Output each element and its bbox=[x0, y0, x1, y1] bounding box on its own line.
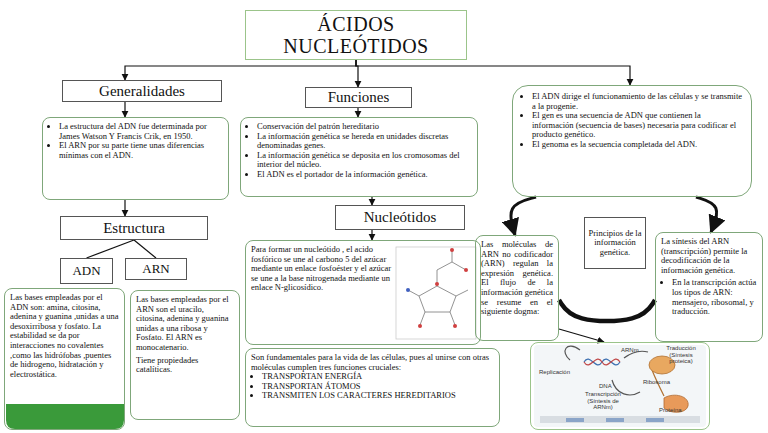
text-box: La estructura del ADN fue determinada po… bbox=[42, 117, 229, 200]
section-header: Estructura bbox=[60, 216, 208, 240]
node-text: Generalidades bbox=[99, 83, 185, 100]
node-text: En la transcripción actúa los tipos de A… bbox=[672, 278, 757, 316]
node-text: ADN bbox=[72, 264, 100, 278]
text-column: Principios de la información genética. bbox=[588, 229, 642, 258]
picture-label: Transcripción (Síntesis de ARNm) bbox=[577, 391, 629, 411]
title-box: ÁCIDOS NUCLEÓTIDOS bbox=[245, 10, 467, 60]
connector bbox=[87, 240, 135, 258]
text-box: Las bases empleadas por el ADN son: amin… bbox=[4, 288, 125, 430]
connector bbox=[696, 197, 717, 232]
connector bbox=[356, 60, 630, 85]
node-text: Nucleótidos bbox=[364, 209, 437, 226]
node-text: Estructura bbox=[103, 220, 165, 237]
text-box: Las moléculas de ARN no codificador (ARN… bbox=[475, 235, 559, 341]
text-column: Las bases empleadas por el ADN son: amin… bbox=[10, 293, 119, 379]
picture-label: Proteína bbox=[659, 407, 682, 414]
node-text: El genoma es la secuencia completada del… bbox=[532, 140, 743, 150]
node-text: TRANSMITEN LOS CARACTERES HEREDITARIOS bbox=[262, 391, 494, 401]
node-text: El ARN por su parte tiene unas diferenci… bbox=[59, 141, 223, 160]
connector bbox=[371, 197, 372, 205]
text-column: Las bases empleadas por el ARN son el ur… bbox=[136, 295, 234, 375]
text-box: El ADN dirige el funcionamiento de las c… bbox=[512, 85, 752, 197]
label-box: ADN bbox=[60, 258, 113, 284]
label-box: Principios de la información genética. bbox=[584, 217, 646, 269]
picture-label: ARNm bbox=[621, 347, 639, 354]
node-text: ÁCIDOS NUCLEÓTIDOS bbox=[270, 13, 442, 57]
text-column: El ADN dirige el funcionamiento de las c… bbox=[521, 92, 743, 150]
picture-label: Ribosoma bbox=[643, 379, 670, 386]
nucleotide-structure bbox=[396, 247, 476, 339]
node-text: Las bases empleadas por el ADN son: amin… bbox=[10, 293, 119, 379]
node-text: Las moléculas de ARN no codificador (ARN… bbox=[481, 240, 553, 317]
node-text: TRANSPORTAN ÁTOMOS bbox=[262, 382, 494, 392]
node-text: La información genética se deposita en l… bbox=[257, 151, 472, 170]
picture-box: Replicación ARNm Traducción (Síntesis prot… bbox=[530, 342, 710, 430]
node-text: TRANSPORTAN ENERGÍA bbox=[262, 372, 494, 382]
text-column: La síntesis del ARN (transcripción) perm… bbox=[661, 237, 757, 317]
section-header: Generalidades bbox=[62, 80, 222, 102]
connector bbox=[124, 200, 125, 216]
connector bbox=[124, 102, 125, 117]
node-text: Las bases empleadas por el ARN son el ur… bbox=[136, 295, 234, 353]
text-column: La estructura del ADN fue determinada po… bbox=[48, 122, 223, 160]
picture-label: Traducción (Síntesis proteica) bbox=[657, 345, 705, 365]
text-box: La síntesis del ARN (transcripción) perm… bbox=[655, 232, 763, 342]
node-text: Para formar un nucleótido , el acido fos… bbox=[251, 245, 397, 293]
node-text: La síntesis del ARN (transcripción) perm… bbox=[661, 237, 757, 275]
text-column: Conservación del patrón hereditarioLa in… bbox=[246, 122, 472, 180]
connector bbox=[371, 230, 372, 240]
text-box: Para formar un nucleótido , el acido fos… bbox=[245, 240, 481, 345]
node-text: El ADN dirige el funcionamiento de las c… bbox=[532, 92, 743, 111]
connector bbox=[559, 300, 655, 321]
picture-label: Replicación bbox=[539, 369, 570, 376]
picture-label: DNA bbox=[599, 383, 612, 390]
dogma-illustration bbox=[534, 345, 706, 427]
text-column: Las moléculas de ARN no codificador (ARN… bbox=[481, 240, 553, 317]
section-header: Nucleótidos bbox=[335, 205, 465, 230]
text-column: Para formar un nucleótido , el acido fos… bbox=[251, 245, 397, 293]
node-text: Conservación del patrón hereditario bbox=[257, 122, 472, 132]
connector bbox=[134, 240, 156, 258]
label-box: ARN bbox=[125, 258, 187, 280]
node-text: El gen es una secuencia de ADN que conti… bbox=[532, 111, 743, 140]
text-box: Son fundamentales para la vida de las cé… bbox=[245, 348, 500, 427]
connector bbox=[559, 329, 604, 342]
node-text: La estructura del ADN fue determinada po… bbox=[59, 122, 223, 141]
node-text: Tiene propiedades catalíticas. bbox=[136, 356, 234, 375]
connector bbox=[125, 60, 356, 80]
text-column: Son fundamentales para la vida de las cé… bbox=[251, 353, 494, 401]
text-box: Las bases empleadas por el ARN son el ur… bbox=[130, 290, 240, 420]
node-text: Principios de la información genética. bbox=[588, 229, 642, 258]
node-text: Son fundamentales para la vida de las cé… bbox=[251, 353, 494, 372]
node-text: La información genética se hereda en uni… bbox=[257, 132, 472, 151]
text-box: Conservación del patrón hereditarioLa in… bbox=[240, 117, 478, 197]
node-text: ARN bbox=[142, 262, 169, 276]
section-header: Funciones bbox=[305, 87, 412, 108]
connector bbox=[357, 108, 358, 117]
connector bbox=[511, 197, 536, 235]
node-text: El ADN es el portador de la información … bbox=[257, 170, 472, 180]
green-band bbox=[6, 404, 124, 429]
node-text: Funciones bbox=[328, 89, 390, 106]
